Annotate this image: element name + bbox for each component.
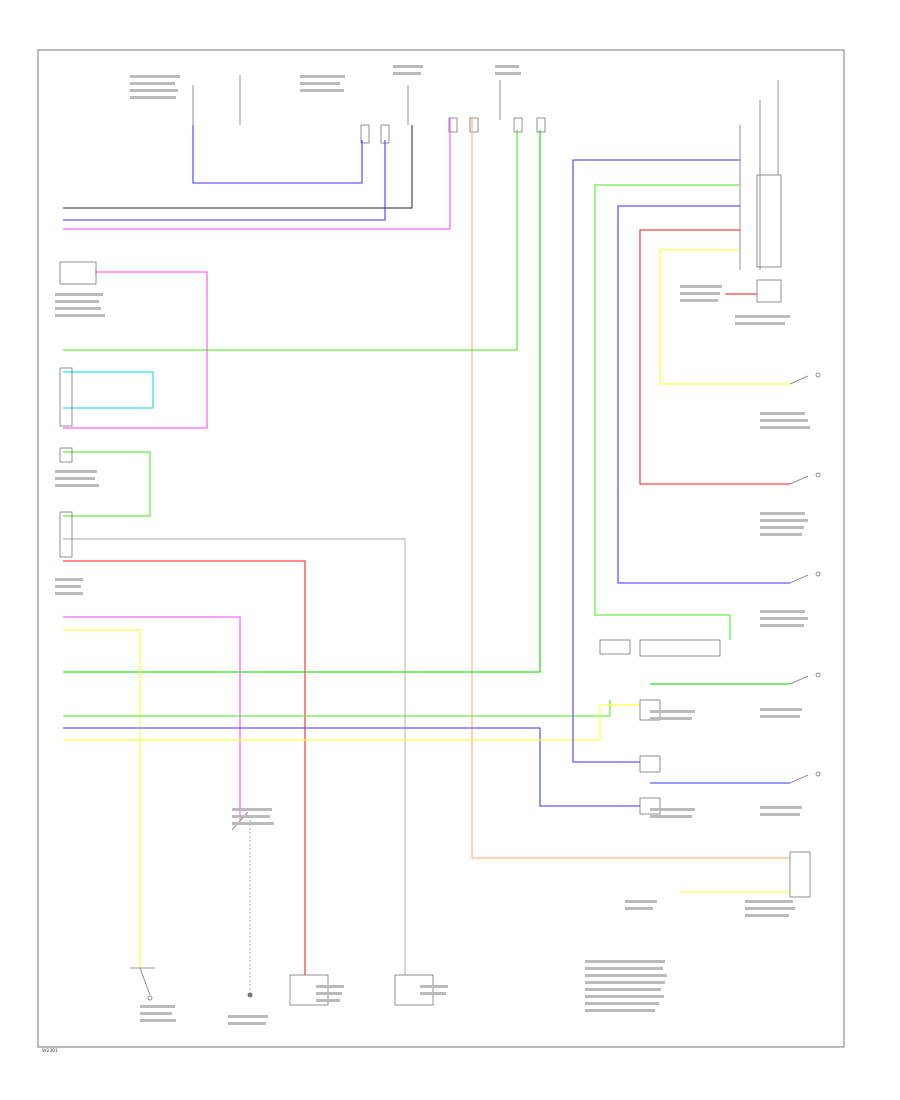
wire-pink-loop <box>63 271 208 429</box>
left-components <box>59 261 97 558</box>
wire-blue-top <box>192 125 363 184</box>
wire-blue-right-1 <box>572 159 740 763</box>
wire-yellow-right <box>659 249 790 385</box>
right-connector-block <box>739 80 782 303</box>
wire-green-mid <box>63 130 541 673</box>
wire-pink-lower <box>63 616 241 820</box>
wire-gray-left <box>63 125 413 209</box>
ground-point <box>247 992 253 998</box>
right-switches <box>599 372 821 898</box>
sensor-box-gray <box>394 974 434 1006</box>
wire-green-lower <box>63 700 611 717</box>
wire-blue-lower <box>63 727 640 807</box>
wire-green-top <box>63 130 518 351</box>
wire-blue-right-2 <box>617 205 790 584</box>
wire-pink-top <box>63 118 451 230</box>
wire-blue-left <box>63 140 386 221</box>
wire-red-long <box>63 560 306 975</box>
footer-code: W2301 <box>42 1048 58 1054</box>
wire-green-loop <box>63 451 151 517</box>
wire-red-right <box>639 229 790 485</box>
wire-cyan-loop <box>63 371 154 409</box>
wire-orange-long <box>471 118 790 859</box>
sensor-box-red <box>289 974 329 1006</box>
wire-gray-thin <box>63 538 406 975</box>
bottom-components <box>130 811 434 1006</box>
top-fuse-block <box>192 75 546 144</box>
wire-yellow-left <box>63 629 141 968</box>
wire-green-right <box>594 184 740 640</box>
label-marks <box>55 65 810 1025</box>
oil-pressure-switch <box>130 967 155 996</box>
wire-yellow-lower <box>63 704 640 741</box>
engine-control-module <box>59 261 97 285</box>
diagram-frame <box>37 49 845 1048</box>
